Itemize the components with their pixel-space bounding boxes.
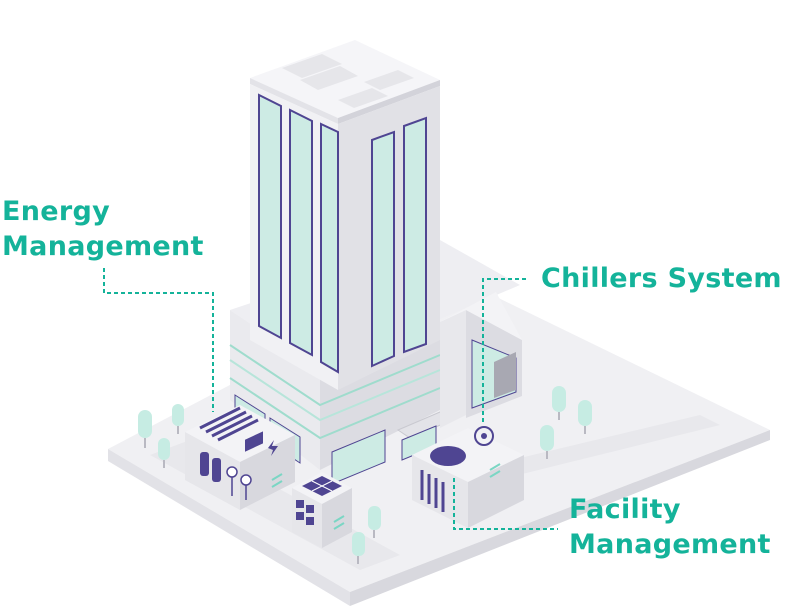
facility-label-line1: Facility (569, 494, 681, 525)
solar-panel-unit (292, 472, 352, 548)
facility-callout-line (453, 478, 558, 530)
energy-callout-line (103, 268, 214, 412)
facility-management-label: Facility Management (569, 492, 771, 562)
trees (138, 386, 592, 556)
energy-management-label: Energy Management (2, 194, 204, 264)
chillers-callout-line (482, 278, 526, 424)
tower (250, 40, 440, 390)
callout-lines (103, 268, 558, 530)
facility-label-line2: Management (569, 529, 771, 560)
chillers-label-text: Chillers System (541, 263, 782, 294)
chillers-system-label: Chillers System (541, 261, 782, 296)
energy-label-line2: Management (2, 231, 204, 262)
tree-trunks (144, 412, 586, 564)
energy-label-line1: Energy (2, 196, 111, 227)
energy-equipment-unit (185, 405, 295, 510)
ground-platform (108, 272, 770, 606)
